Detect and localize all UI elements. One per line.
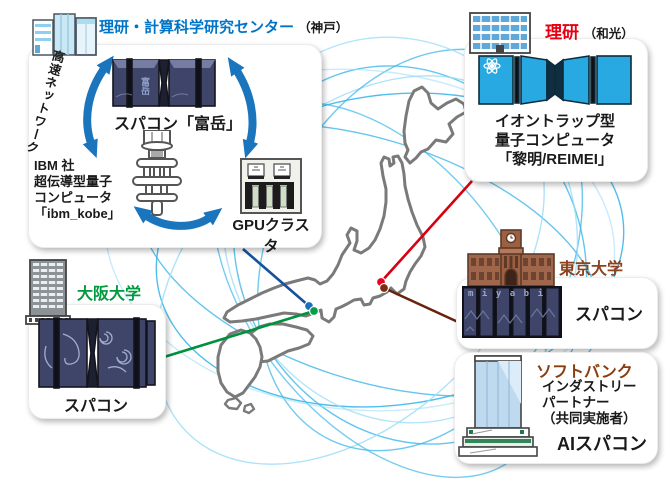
svg-text:富岳: 富岳 (140, 76, 150, 96)
island-outline (242, 402, 256, 415)
wako-header: 理研 （和光） (545, 18, 634, 43)
gpu-cluster-icon (240, 158, 302, 214)
tokyo-supercomputer-label: スパコン (575, 305, 643, 324)
softbank-header: ソフトバンク (536, 364, 633, 381)
wako-building-icon (469, 12, 531, 54)
reimei-quantum-computer-icon (478, 55, 632, 105)
osaka-supercomputer-icon (38, 317, 156, 389)
kobe-location: （神戸） (298, 21, 349, 35)
kobe-buildings-icon (32, 13, 97, 56)
arrow-right (227, 57, 259, 159)
miyabi-cabinet-text: miyabi (468, 289, 552, 299)
wako-location: （和光） (583, 27, 634, 41)
fugaku-label: スパコン「富岳」 (113, 116, 242, 133)
kobe-title: 理研・計算科学研究センター (99, 19, 295, 36)
softbank-building-icon (458, 355, 538, 457)
gpu-cluster-label: GPUクラスタ (232, 217, 310, 255)
japan-map (216, 85, 468, 415)
wako-title: 理研 (545, 23, 579, 42)
osaka-location-dot (309, 306, 319, 316)
kobe-header: 理研・計算科学研究センター （神戸） (99, 16, 348, 37)
site-location-dots (304, 277, 389, 316)
honshu-outline (222, 154, 427, 324)
hokkaido-outline (402, 85, 468, 165)
softbank-partner-label: インダストリー パートナー （共同実施者） (542, 379, 637, 426)
atom-icon (483, 58, 501, 74)
softbank-ai-supercomputer-label: AIスパコン (557, 434, 647, 454)
island-outline (223, 396, 243, 411)
reimei-label: イオントラップ型 量子コンピュータ 「黎明/REIMEI」 (494, 113, 615, 168)
tokyo-building-icon (467, 229, 555, 286)
fugaku-supercomputer-icon: 富岳 (112, 58, 216, 108)
cycle-arrows (82, 55, 259, 230)
tokyo-header: 東京大学 (559, 261, 624, 278)
osaka-header: 大阪大学 (77, 286, 142, 303)
osaka-supercomputer-label: スパコン (63, 398, 128, 415)
ibm-quantum-label: IBM 社 超伝導型量子 コンピュータ 「ibm_kobe」 (34, 158, 121, 221)
wako-connector-line (380, 180, 473, 283)
kyushu-outline (216, 328, 264, 399)
tokyo-location-dot (379, 283, 389, 293)
kobe-connector-line (242, 248, 310, 307)
tokyo-connector-line (383, 286, 459, 324)
tokyo-supercomputer-icon (462, 286, 562, 338)
site-connector-lines (163, 180, 473, 359)
osaka-connector-line (163, 309, 315, 359)
arrow-network-left (82, 55, 114, 159)
cryostat-icon (132, 130, 182, 216)
arrow-bottom (133, 206, 223, 230)
